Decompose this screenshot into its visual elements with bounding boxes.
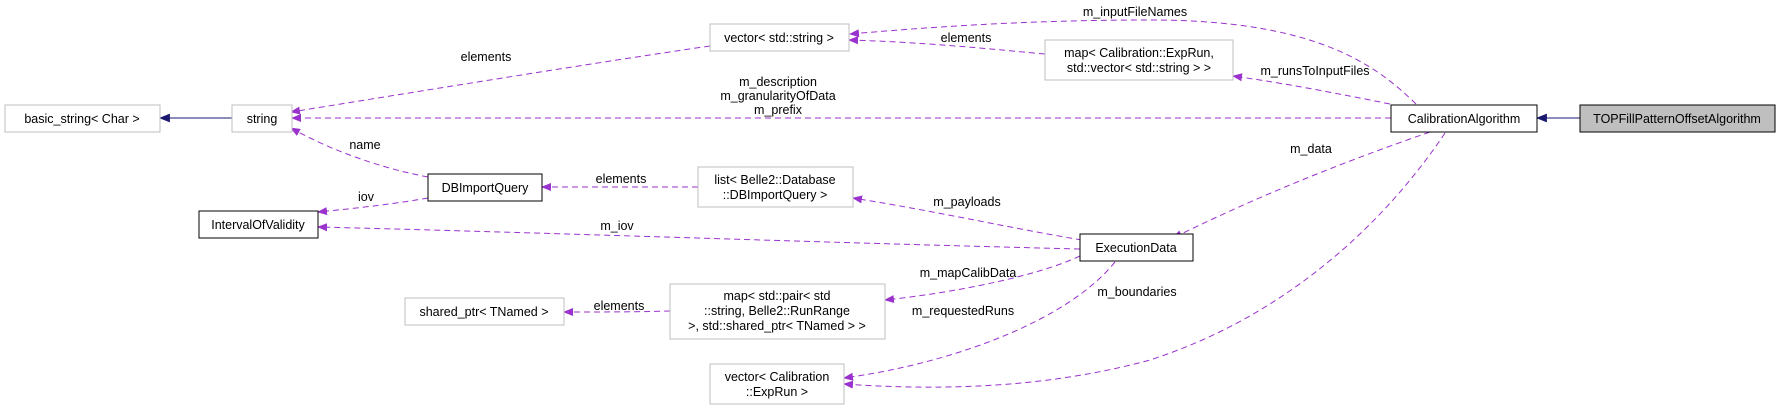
node-interval-of-validity[interactable]: IntervalOfValidity: [198, 210, 319, 239]
svg-text:>, std::shared_ptr< TNamed > >: >, std::shared_ptr< TNamed > >: [688, 319, 866, 333]
node-map-exprun[interactable]: map< Calibration::ExpRun, std::vector< s…: [1044, 39, 1234, 81]
edge-map-exprun-elements: [848, 36, 1046, 55]
label-m-granularityofdata: m_granularityOfData: [720, 89, 835, 103]
label-shared-ptr-elements: elements: [594, 299, 645, 313]
edge-m-payloads: [852, 195, 1083, 241]
edge-m-mapcalibdata: [884, 255, 1081, 304]
label-m-runstoinputfiles: m_runsToInputFiles: [1260, 64, 1369, 78]
svg-text:vector< Calibration: vector< Calibration: [725, 370, 830, 384]
label-m-iov: m_iov: [600, 219, 634, 233]
svg-text:TOPFillPatternOffsetAlgorithm: TOPFillPatternOffsetAlgorithm: [1593, 112, 1761, 126]
label-list-db-elements: elements: [596, 172, 647, 186]
svg-text:CalibrationAlgorithm: CalibrationAlgorithm: [1408, 112, 1521, 126]
node-top-fill-pattern-offset-algorithm[interactable]: TOPFillPatternOffsetAlgorithm: [1579, 104, 1776, 133]
node-db-import-query[interactable]: DBImportQuery: [427, 173, 543, 202]
node-map-pair-runrange[interactable]: map< std::pair< std ::string, Belle2::Ru…: [669, 283, 886, 340]
node-string[interactable]: string: [231, 104, 293, 133]
svg-text:string: string: [247, 112, 278, 126]
edge-m-runstoinputfiles: [1232, 73, 1391, 105]
edge-m-boundaries: [843, 132, 1446, 389]
edge-shared-ptr-elements: [563, 307, 671, 316]
edge-m-data: [1172, 131, 1431, 239]
svg-text:::DBImportQuery >: ::DBImportQuery >: [723, 188, 828, 202]
edge-m-requestedruns: [843, 261, 1116, 381]
node-execution-data[interactable]: ExecutionData: [1079, 233, 1194, 262]
edge-vector-string-elements: [290, 45, 711, 115]
svg-text:ExecutionData: ExecutionData: [1095, 241, 1176, 255]
node-shared-ptr-tnamed[interactable]: shared_ptr< TNamed >: [404, 297, 565, 326]
svg-text:list< Belle2::Database: list< Belle2::Database: [714, 173, 835, 187]
label-m-mapcalibdata: m_mapCalibData: [920, 266, 1017, 280]
node-list-db-import-query[interactable]: list< Belle2::Database ::DBImportQuery >: [697, 166, 854, 208]
label-m-description: m_description: [739, 75, 817, 89]
svg-text:std::vector< std::string > >: std::vector< std::string > >: [1067, 61, 1211, 75]
edge-m-inputfilenames: [849, 19, 1417, 105]
svg-text:shared_ptr< TNamed >: shared_ptr< TNamed >: [419, 305, 548, 319]
edge-dbimportquery-name: [290, 127, 429, 178]
svg-text:basic_string< Char >: basic_string< Char >: [24, 112, 139, 126]
svg-text:::string, Belle2::RunRange: ::string, Belle2::RunRange: [704, 304, 850, 318]
label-vector-string-elements: elements: [461, 50, 512, 64]
node-vector-string[interactable]: vector< std::string >: [709, 23, 850, 52]
svg-text:map< Calibration::ExpRun,: map< Calibration::ExpRun,: [1064, 46, 1214, 60]
label-m-inputfilenames: m_inputFileNames: [1083, 5, 1187, 19]
label-m-prefix: m_prefix: [754, 103, 803, 117]
node-vector-exprun[interactable]: vector< Calibration ::ExpRun >: [709, 363, 845, 405]
svg-text:::ExpRun >: ::ExpRun >: [746, 385, 808, 399]
label-iov: iov: [358, 190, 375, 204]
svg-text:map< std::pair< std: map< std::pair< std: [723, 289, 830, 303]
label-m-data: m_data: [1290, 142, 1332, 156]
edge-dbimportquery-iov: [317, 197, 429, 216]
edge-m-iov: [317, 223, 1081, 250]
label-m-payloads: m_payloads: [933, 195, 1000, 209]
label-name: name: [349, 138, 380, 152]
label-m-boundaries: m_boundaries: [1097, 285, 1176, 299]
svg-text:vector< std::string >: vector< std::string >: [724, 31, 834, 45]
node-basic-string[interactable]: basic_string< Char >: [4, 104, 161, 133]
svg-text:IntervalOfValidity: IntervalOfValidity: [211, 218, 305, 232]
node-calibration-algorithm[interactable]: CalibrationAlgorithm: [1390, 104, 1538, 133]
label-map-exprun-elements: elements: [941, 31, 992, 45]
svg-text:DBImportQuery: DBImportQuery: [442, 181, 530, 195]
label-m-requestedruns: m_requestedRuns: [912, 304, 1014, 318]
